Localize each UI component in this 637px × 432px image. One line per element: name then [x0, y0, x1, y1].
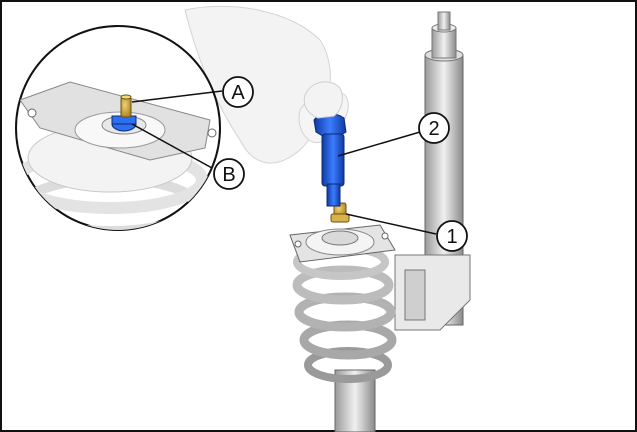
callout-label-A: A: [231, 82, 245, 104]
leader-line-2: [337, 131, 421, 157]
callout-label-2: 2: [428, 118, 439, 140]
callout-label-1: 1: [446, 226, 457, 248]
leader-lines: [131, 90, 437, 235]
callout-1: 1: [436, 220, 468, 252]
callout-B: B: [213, 158, 245, 190]
callout-A: A: [222, 76, 254, 108]
leader-line-A: [131, 90, 223, 103]
callout-label-B: B: [222, 164, 235, 186]
detail-inset: [15, 25, 221, 231]
strut-assembly: [394, 11, 471, 331]
callout-2: 2: [418, 112, 450, 144]
coil-spring-assembly: [289, 202, 397, 432]
leader-line-1: [345, 213, 437, 235]
blue-tool: [303, 81, 347, 207]
leader-line-B: [131, 123, 213, 169]
inset-gold-stud: [120, 96, 132, 118]
